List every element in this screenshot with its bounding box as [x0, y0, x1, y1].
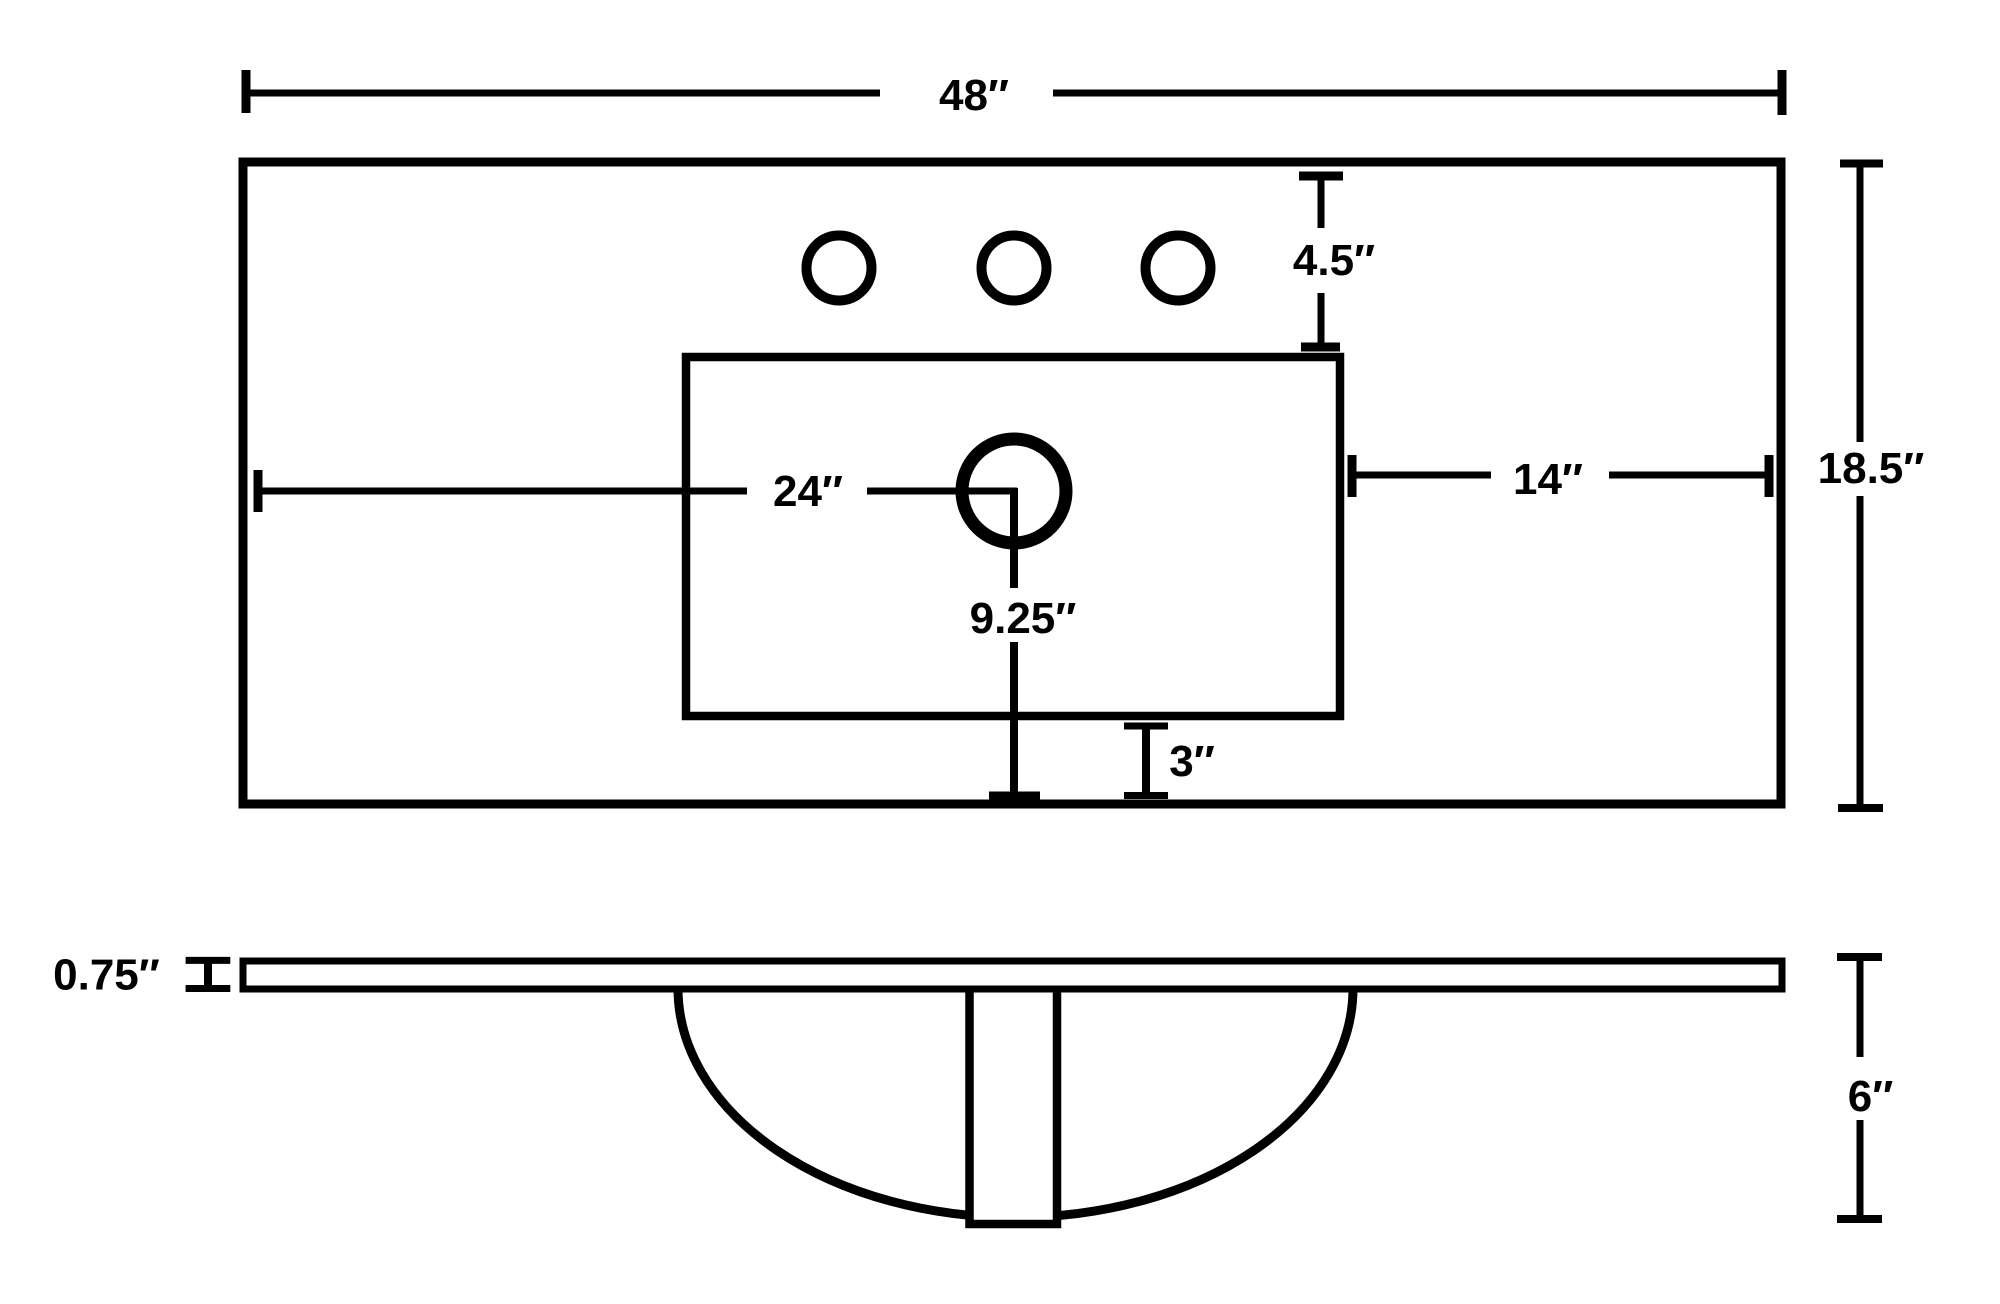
svg-text:4.5″: 4.5″	[1293, 236, 1375, 285]
svg-text:24″: 24″	[773, 467, 843, 516]
svg-text:14″: 14″	[1513, 455, 1583, 504]
svg-text:3″: 3″	[1169, 737, 1215, 786]
svg-text:48″: 48″	[939, 71, 1009, 120]
svg-text:6″: 6″	[1848, 1072, 1894, 1121]
svg-text:9.25″: 9.25″	[970, 594, 1077, 643]
svg-text:18.5″: 18.5″	[1818, 444, 1925, 493]
svg-text:0.75″: 0.75″	[53, 951, 160, 1000]
